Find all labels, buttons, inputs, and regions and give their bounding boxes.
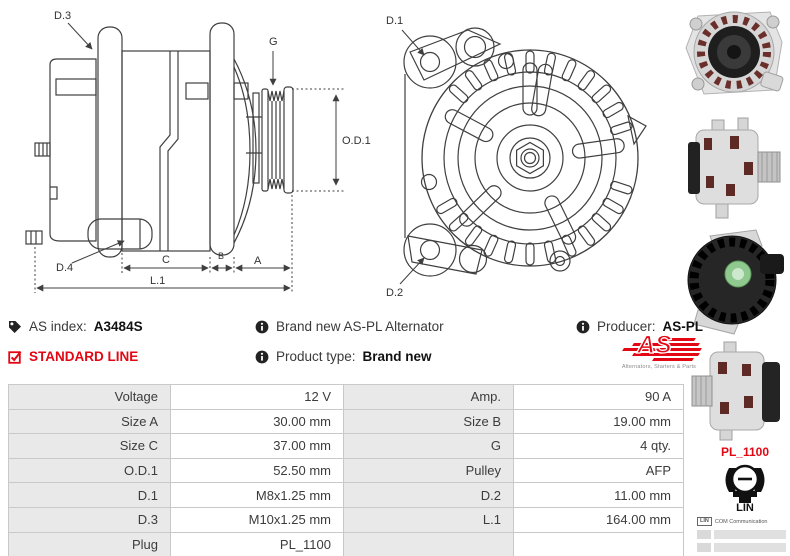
- spec-value: [513, 531, 684, 556]
- standard-line: STANDARD LINE: [8, 349, 138, 364]
- spec-value: 11.00 mm: [513, 482, 684, 508]
- spec-label: Plug: [8, 531, 171, 556]
- dim-label-d3: D.3: [54, 10, 71, 22]
- producer: Producer: AS-PL: [576, 319, 703, 334]
- spec-value: 19.00 mm: [513, 408, 684, 435]
- product-title: Brand new AS-PL Alternator: [255, 319, 444, 334]
- spec-value: M10x1.25 mm: [170, 506, 344, 533]
- table-row: Size C 37.00 mm G 4 qty.: [8, 433, 684, 459]
- product-photo-front[interactable]: [678, 2, 790, 108]
- info-icon: [255, 350, 269, 363]
- legend-value: COM Communication: [714, 518, 768, 525]
- as-index: AS index: A3484S: [8, 319, 143, 334]
- product-photo-rear[interactable]: [680, 224, 790, 336]
- spec-label: L.1: [343, 506, 514, 533]
- table-row: Size A 30.00 mm Size B 19.00 mm: [8, 408, 684, 435]
- spec-value: AFP: [513, 457, 684, 484]
- spec-label: Amp.: [343, 384, 514, 410]
- product-photo-side-right[interactable]: [682, 114, 788, 224]
- plug-code: PL_1100: [720, 445, 770, 459]
- spec-label: [343, 531, 514, 556]
- spec-value: 164.00 mm: [513, 506, 684, 533]
- spec-label: D.3: [8, 506, 171, 533]
- legend-key: LIN: [697, 517, 712, 526]
- dim-label-a: A: [254, 255, 262, 267]
- spec-label: Voltage: [8, 384, 171, 410]
- side-view-drawing: D.3 G O.D.1 C B A L.1 D.4: [25, 10, 371, 293]
- as-index-value: A3484S: [93, 319, 143, 334]
- as-pl-logo-subtext: Alternators, Starters & Parts: [621, 364, 697, 370]
- spec-label: D.2: [343, 482, 514, 508]
- product-photo-side-left[interactable]: [684, 338, 788, 442]
- legend-row: LIN COM Communication: [697, 517, 790, 526]
- product-type-label: Product type:: [276, 349, 356, 364]
- spec-value: 30.00 mm: [170, 408, 344, 435]
- spec-label: Pulley: [343, 457, 514, 484]
- plug-pin-label: LIN: [736, 502, 754, 514]
- spec-value: PL_1100: [170, 531, 344, 556]
- info-icon: [255, 320, 269, 333]
- spec-label: Size A: [8, 408, 171, 435]
- dim-label-d4: D.4: [56, 262, 73, 274]
- front-view-drawing: D.1 D.2: [386, 15, 647, 299]
- legend-placeholder-row: [697, 543, 790, 552]
- spec-label: G: [343, 433, 514, 459]
- spec-value: M8x1.25 mm: [170, 482, 344, 508]
- table-row: D.3 M10x1.25 mm L.1 164.00 mm: [8, 506, 684, 533]
- producer-label: Producer:: [597, 319, 656, 334]
- spec-table: Voltage 12 V Amp. 90 A Size A 30.00 mm S…: [8, 384, 684, 556]
- spec-label: Size B: [343, 408, 514, 435]
- table-row: Plug PL_1100: [8, 531, 684, 556]
- as-index-label: AS index:: [29, 319, 87, 334]
- dim-label-g: G: [269, 36, 278, 48]
- producer-value: AS-PL: [662, 319, 704, 334]
- dim-label-od1: O.D.1: [342, 135, 371, 147]
- product-type: Product type: Brand new: [255, 349, 432, 364]
- spec-value: 4 qty.: [513, 433, 684, 459]
- as-pl-logo-text: AS: [636, 331, 672, 359]
- as-pl-logo: AS Alternators, Starters & Parts: [617, 332, 702, 370]
- info-icon: [576, 320, 590, 333]
- dim-label-b: B: [218, 251, 224, 261]
- dim-label-d2: D.2: [386, 287, 403, 299]
- spec-label: Size C: [8, 433, 171, 459]
- as-pl-logo-mark: AS: [617, 332, 702, 362]
- table-row: Voltage 12 V Amp. 90 A: [8, 384, 684, 410]
- table-row: D.1 M8x1.25 mm D.2 11.00 mm: [8, 482, 684, 508]
- plug-legend: LIN COM Communication: [697, 517, 790, 552]
- spec-label: O.D.1: [8, 457, 171, 484]
- dim-label-c: C: [162, 254, 170, 266]
- spec-value: 12 V: [170, 384, 344, 410]
- table-row: O.D.1 52.50 mm Pulley AFP: [8, 457, 684, 484]
- tag-icon: [9, 320, 21, 333]
- checkbox-checked-icon: [8, 350, 22, 364]
- standard-line-text: STANDARD LINE: [29, 349, 139, 364]
- plug-connector-icon: [725, 464, 765, 503]
- spec-value: 37.00 mm: [170, 433, 344, 459]
- product-title-text: Brand new AS-PL Alternator: [276, 319, 444, 334]
- legend-placeholder-row: [697, 530, 790, 539]
- product-type-value: Brand new: [362, 349, 432, 364]
- spec-value: 90 A: [513, 384, 684, 410]
- spec-label: D.1: [8, 482, 171, 508]
- spec-value: 52.50 mm: [170, 457, 344, 484]
- dim-label-l1: L.1: [150, 275, 165, 287]
- dim-label-d1: D.1: [386, 15, 403, 27]
